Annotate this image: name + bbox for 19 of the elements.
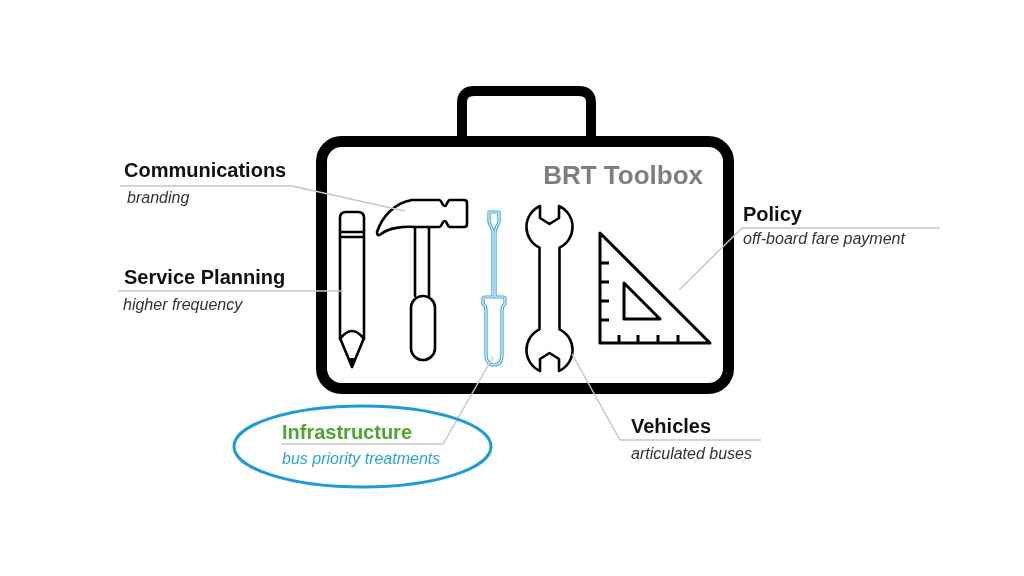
leader-line xyxy=(571,353,762,441)
leader-line xyxy=(117,290,344,292)
callout-heading: Service Planning xyxy=(123,266,287,289)
callout-heading: Communications xyxy=(123,159,288,182)
callout-heading: Infrastructure xyxy=(282,421,414,444)
callout-description: articulated buses xyxy=(630,444,753,463)
screwdriver-icon xyxy=(479,209,509,368)
callout-description: higher frequency xyxy=(122,295,244,314)
callout-description: bus priority treatments xyxy=(282,449,441,468)
callout-description: branding xyxy=(126,188,191,207)
callout-heading: Policy xyxy=(742,203,803,226)
wrench-icon xyxy=(523,203,576,374)
callout-description: off-board fare payment xyxy=(742,229,907,248)
callout-heading: Vehicles xyxy=(630,415,713,438)
pencil-icon xyxy=(336,208,368,370)
briefcase-title: BRT Toolbox xyxy=(543,160,703,190)
leader-line xyxy=(678,227,941,291)
leader-line xyxy=(119,185,406,212)
leader-line xyxy=(280,356,494,445)
